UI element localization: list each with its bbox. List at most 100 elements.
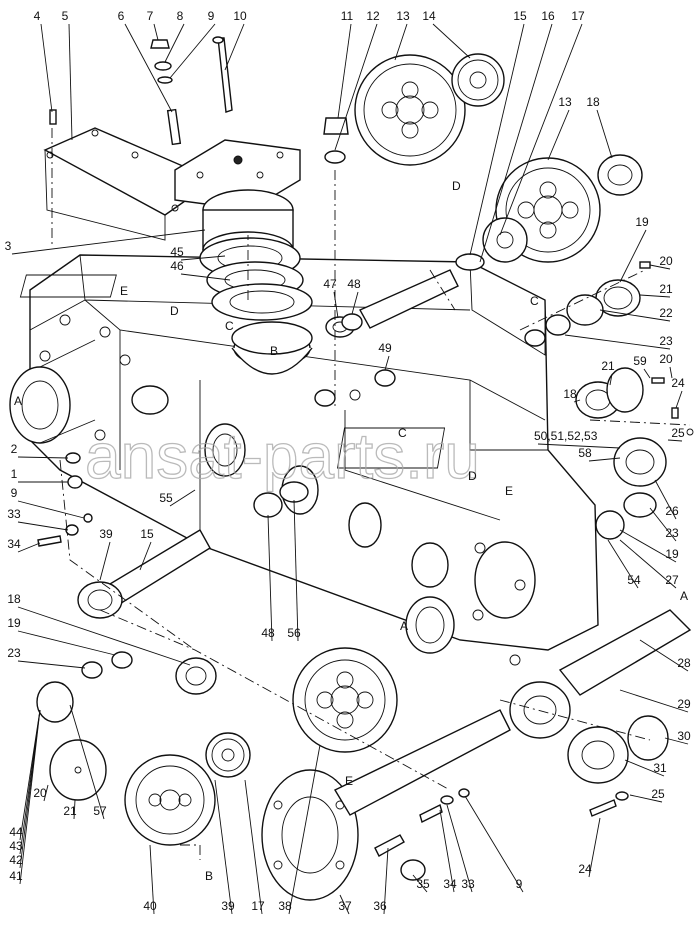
part-callout-c14: 14 — [422, 9, 436, 23]
leader-line — [619, 229, 647, 283]
leader-line — [588, 457, 621, 462]
shaft-28 — [558, 609, 692, 696]
bearing-18-right — [575, 367, 679, 419]
leader-line — [384, 355, 390, 371]
leader-line — [669, 366, 673, 379]
gear-38 — [292, 647, 398, 753]
bearings-29-30-31 — [509, 681, 669, 784]
shaft-15-upper — [359, 253, 485, 329]
section-marker-mB1: B — [270, 344, 278, 358]
leader-line — [624, 759, 665, 777]
part-callout-c20a: 20 — [659, 254, 673, 268]
part-callout-c20c: 20 — [33, 786, 47, 800]
part-callout-c33b: 33 — [461, 877, 475, 891]
leader-line — [664, 737, 689, 745]
leader-line — [17, 521, 69, 531]
part-callout-c41: 41 — [9, 869, 23, 883]
part-callout-c25b: 25 — [651, 787, 665, 801]
part-callout-c19c: 19 — [7, 616, 21, 630]
leader-line — [139, 541, 152, 571]
part-callout-c47: 47 — [323, 277, 337, 291]
part-callout-c4: 4 — [34, 9, 41, 23]
leader-line — [667, 439, 683, 442]
part-callout-c25a: 25 — [671, 426, 685, 440]
leader-line — [588, 817, 601, 878]
part-callout-c43: 43 — [9, 839, 23, 853]
leader-line — [596, 109, 613, 159]
leader-line — [339, 894, 350, 915]
part-callout-c7: 7 — [147, 9, 154, 23]
part-callout-c12: 12 — [366, 9, 380, 23]
part-callout-c49: 49 — [378, 341, 392, 355]
part-callout-c48b: 48 — [261, 626, 275, 640]
part-callout-c19b: 19 — [665, 547, 679, 561]
leader-line — [537, 443, 621, 449]
part-callout-c37: 37 — [338, 899, 352, 913]
section-marker-mE2: E — [505, 484, 513, 498]
part-callout-c11: 11 — [341, 9, 354, 23]
part-callout-c33a: 33 — [7, 507, 21, 521]
parts-48-56 — [253, 481, 309, 518]
section-marker-mD1: D — [452, 179, 461, 193]
leader-line — [654, 479, 677, 520]
leader-line — [351, 291, 359, 315]
leader-line — [564, 334, 671, 350]
part-callout-c21c: 21 — [63, 804, 77, 818]
rings-47-48 — [325, 313, 363, 338]
part-callout-c31: 31 — [653, 761, 667, 775]
leader-line — [267, 514, 273, 642]
leader-line — [649, 507, 677, 542]
gear-14-upper — [451, 53, 505, 107]
leader-line — [629, 794, 663, 803]
part-callout-c19a: 19 — [635, 215, 649, 229]
part-callout-c30: 30 — [677, 729, 691, 743]
part-callout-c39a: 39 — [99, 527, 113, 541]
section-marker-mD2: D — [170, 304, 179, 318]
small-parts-left — [37, 452, 93, 547]
leader-line — [432, 23, 471, 59]
part-callout-c18c: 18 — [7, 592, 21, 606]
leader-line — [619, 529, 677, 563]
part-callout-c1: 1 — [11, 467, 18, 481]
part-callout-c8: 8 — [177, 9, 184, 23]
part-callout-c3: 3 — [5, 239, 12, 253]
part-callout-c23a: 23 — [659, 334, 673, 348]
section-marker-mE1: E — [120, 284, 128, 298]
leader-line — [17, 500, 85, 519]
bolts-bottom — [374, 788, 629, 881]
part-callout-c9c: 9 — [516, 877, 523, 891]
leader-line — [412, 874, 428, 893]
leader-line — [499, 23, 583, 236]
leader-line — [383, 847, 389, 915]
leader-line — [469, 23, 525, 256]
leader-line — [17, 456, 69, 459]
leader-line — [224, 23, 245, 71]
leader-line — [149, 844, 155, 915]
gear-39 — [205, 732, 251, 778]
leader-line — [675, 390, 683, 409]
part-callout-c10: 10 — [233, 9, 247, 23]
section-marker-mC2: C — [225, 319, 234, 333]
cover-stack-upper-right — [524, 261, 651, 347]
part-callout-c45: 45 — [170, 245, 184, 259]
leader-line — [164, 23, 185, 63]
part-callout-c20b: 20 — [659, 352, 673, 366]
leader-line — [619, 539, 677, 589]
part-callout-c48a: 48 — [347, 277, 361, 291]
leader-line — [40, 23, 53, 113]
leader-line — [334, 23, 378, 151]
part-callout-c21b: 21 — [601, 359, 615, 373]
leader-line — [639, 639, 689, 672]
part-callout-c29: 29 — [677, 697, 691, 711]
leader-line — [43, 784, 49, 802]
gear-13-upper — [354, 54, 466, 166]
bearing-18-top — [597, 154, 643, 196]
leader-line — [68, 23, 73, 141]
leader-line — [446, 804, 473, 893]
small-top-parts — [49, 36, 349, 164]
part-callout-c22: 22 — [659, 306, 673, 320]
part-callout-c13a: 13 — [396, 9, 410, 23]
section-marker-mA2: A — [400, 619, 408, 633]
